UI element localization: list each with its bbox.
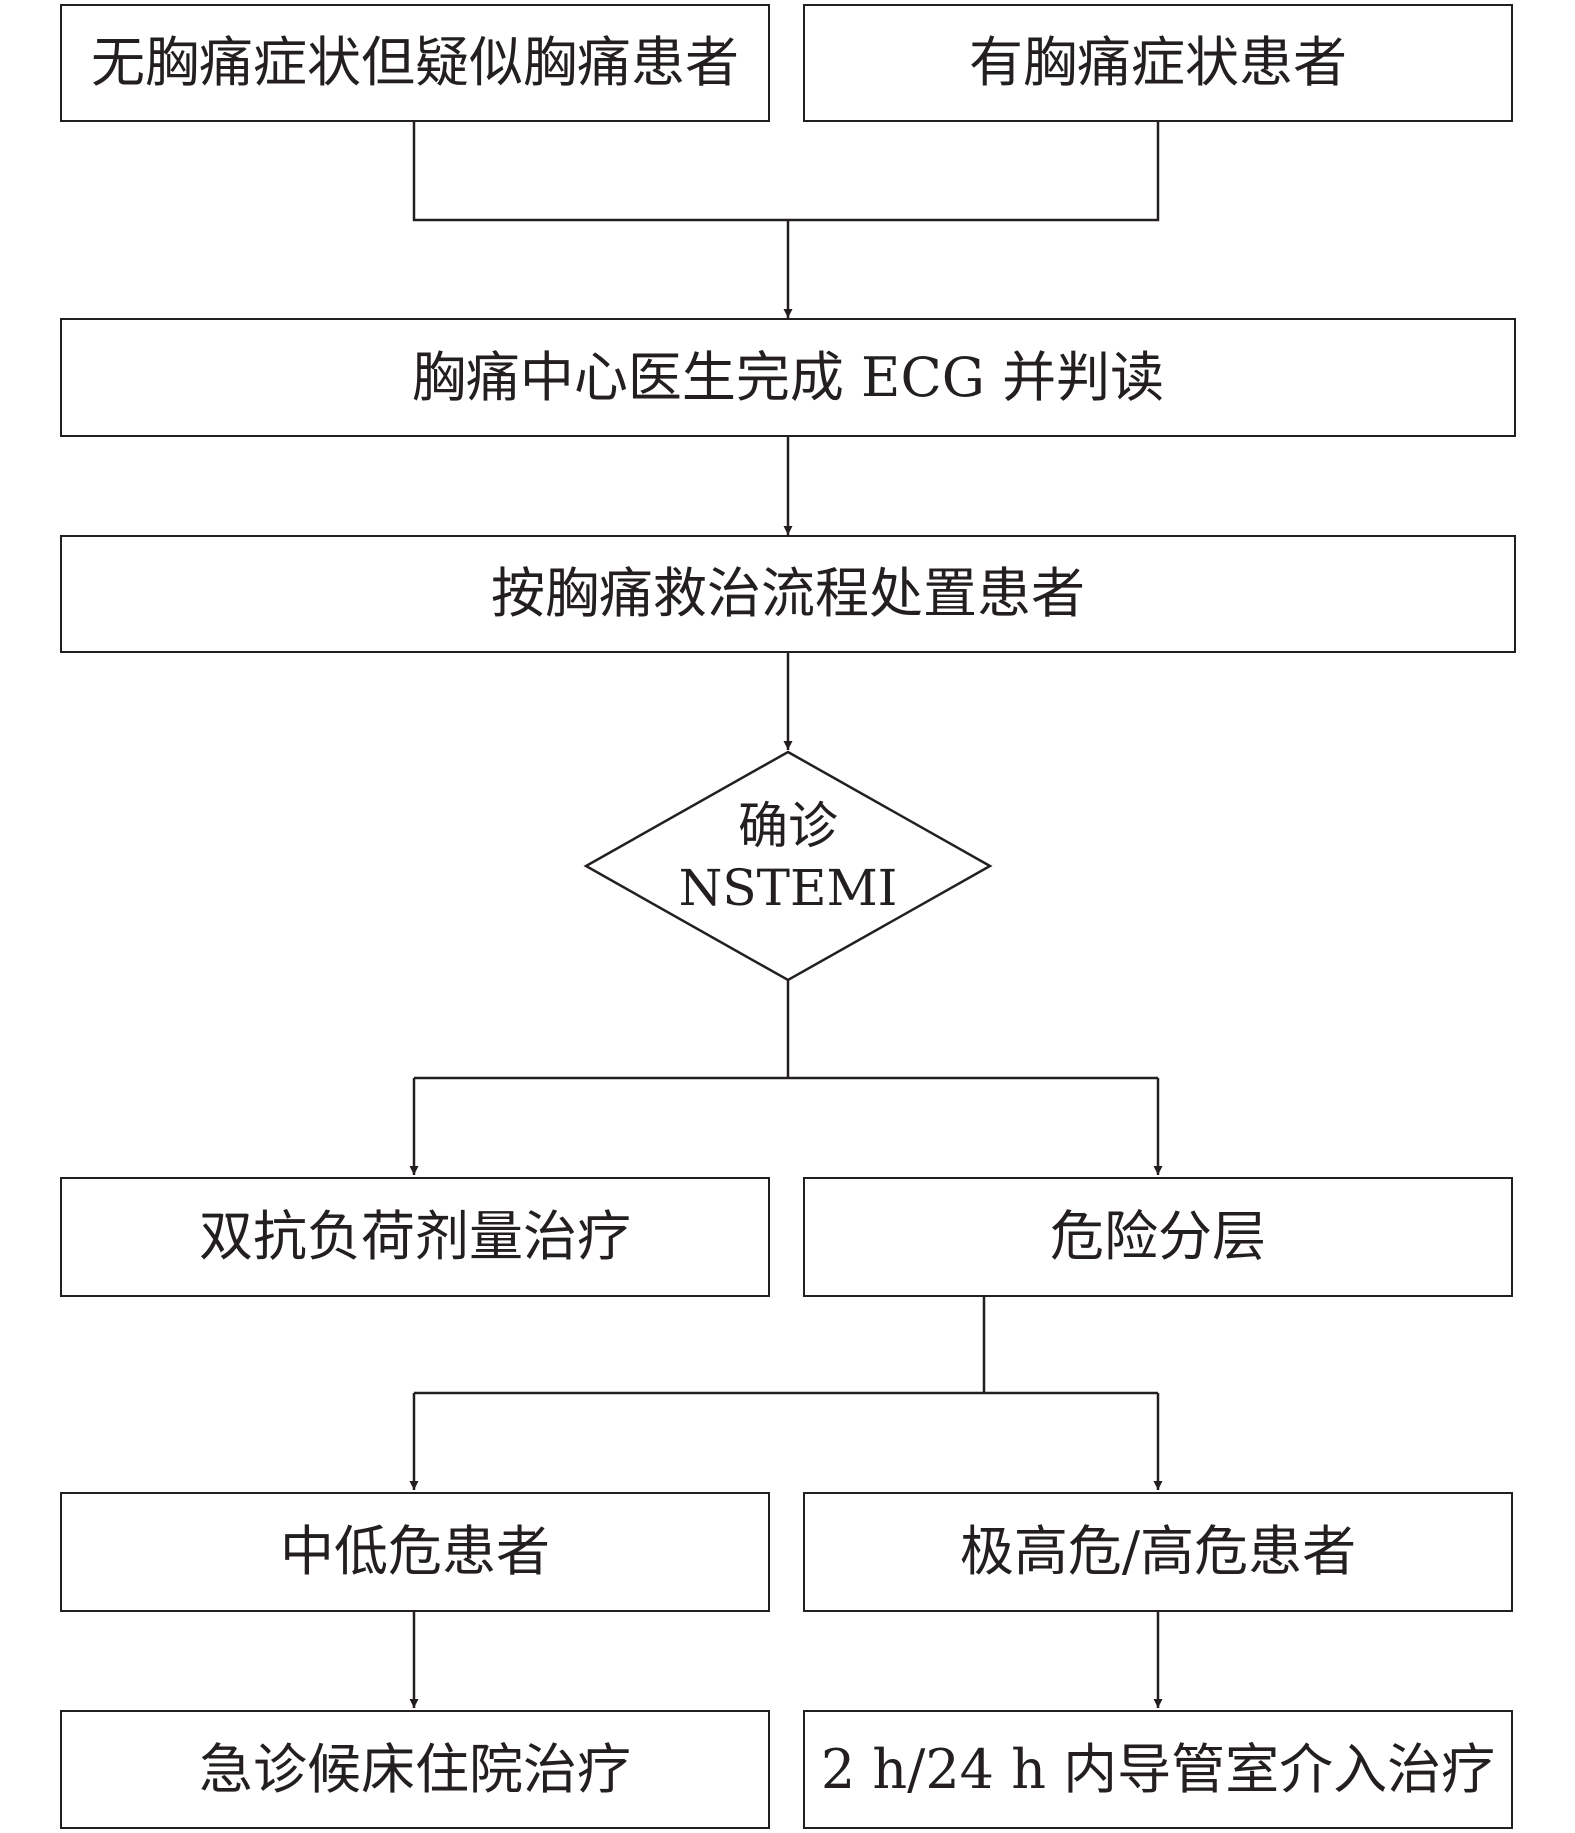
- node-no-pain-suspected: 无胸痛症状但疑似胸痛患者: [60, 4, 770, 122]
- node-diagnosis-line2: NSTEMI: [678, 859, 898, 917]
- node-low-mid-risk: 中低危患者: [60, 1492, 770, 1612]
- node-dual-antiplatelet-label: 双抗负荷剂量治疗: [199, 1205, 631, 1268]
- node-very-high-risk-label: 极高危/高危患者: [959, 1520, 1357, 1583]
- node-cath-lab: 2 h/24 h 内导管室介入治疗: [803, 1710, 1513, 1829]
- node-pain-symptoms-label: 有胸痛症状患者: [969, 31, 1347, 94]
- node-ecg: 胸痛中心医生完成 ECG 并判读: [60, 318, 1516, 437]
- node-er-hospitalization-label: 急诊候床住院治疗: [199, 1737, 631, 1801]
- node-protocol: 按胸痛救治流程处置患者: [60, 535, 1516, 653]
- node-er-hospitalization: 急诊候床住院治疗: [60, 1710, 770, 1829]
- node-pain-symptoms: 有胸痛症状患者: [803, 4, 1513, 122]
- node-protocol-label: 按胸痛救治流程处置患者: [491, 562, 1085, 625]
- node-cath-lab-label: 2 h/24 h 内导管室介入治疗: [820, 1737, 1496, 1801]
- node-very-high-risk: 极高危/高危患者: [803, 1492, 1513, 1612]
- node-low-mid-risk-label: 中低危患者: [280, 1520, 550, 1583]
- node-risk-stratification: 危险分层: [803, 1177, 1513, 1297]
- node-diagnosis-line1: 确诊: [738, 796, 838, 855]
- node-ecg-label: 胸痛中心医生完成 ECG 并判读: [411, 345, 1165, 409]
- node-risk-stratification-label: 危险分层: [1050, 1205, 1266, 1268]
- connector-top-merge: [412, 122, 1160, 222]
- node-no-pain-suspected-label: 无胸痛症状但疑似胸痛患者: [91, 31, 739, 94]
- node-diagnosis: 确诊 NSTEMI: [636, 782, 940, 932]
- node-dual-antiplatelet: 双抗负荷剂量治疗: [60, 1177, 770, 1297]
